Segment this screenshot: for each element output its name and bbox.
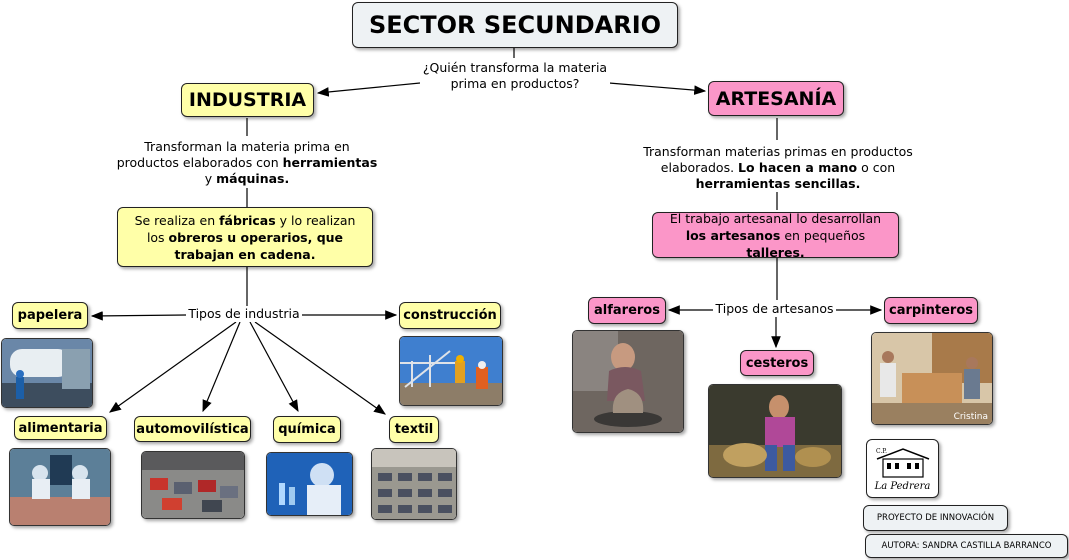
alimentaria-photo (9, 448, 111, 526)
artesania-description: Transforman materias primas en productos… (630, 144, 926, 192)
industry-quimica: química (273, 416, 341, 443)
logo-name: La Pedrera (875, 481, 931, 492)
artisan-alfareros: alfareros (588, 297, 666, 324)
automovilistica-photo (141, 451, 245, 519)
cesteros-photo (708, 384, 842, 478)
project-label: PROYECTO DE INNOVACIÓN (863, 505, 1008, 531)
title-node: SECTOR SECUNDARIO (352, 2, 678, 48)
artisan-cesteros: cesteros (740, 350, 814, 376)
author-label: AUTORA: SANDRA CASTILLA BARRANCO (865, 534, 1068, 558)
carpinteros-photo: Cristina (871, 332, 993, 425)
artisan-carpinteros: carpinteros (884, 297, 978, 324)
question-label: ¿Quién transforma la materia prima en pr… (420, 60, 610, 92)
construccion-photo (399, 336, 503, 406)
industria-node: INDUSTRIA (181, 83, 314, 117)
industria-workers-box: Se realiza en fábricas y lo realizan los… (117, 207, 373, 267)
industry-papelera: papelera (12, 302, 88, 329)
industry-automovilistica: automovilística (134, 416, 251, 442)
industria-description: Transforman la materia prima en producto… (112, 139, 382, 187)
textil-photo (371, 448, 457, 520)
artesania-workers-box: El trabajo artesanal lo desarrollan los … (652, 212, 899, 258)
industry-textil: textil (389, 416, 439, 443)
alfareros-photo (572, 330, 684, 433)
photo-credit: Cristina (954, 412, 988, 422)
artesania-types-label: Tipos de artesanos (713, 301, 836, 317)
quimica-photo (266, 452, 353, 516)
artesania-node: ARTESANÍA (708, 81, 844, 116)
papelera-photo (1, 338, 93, 408)
school-logo: C.P. La Pedrera (866, 439, 939, 498)
industria-types-label: Tipos de industria (186, 306, 302, 322)
school-building-icon: C.P. (873, 445, 933, 483)
industry-construccion: construcción (399, 302, 501, 329)
industry-alimentaria: alimentaria (14, 416, 107, 440)
logo-cp-text: C.P. (876, 448, 887, 455)
